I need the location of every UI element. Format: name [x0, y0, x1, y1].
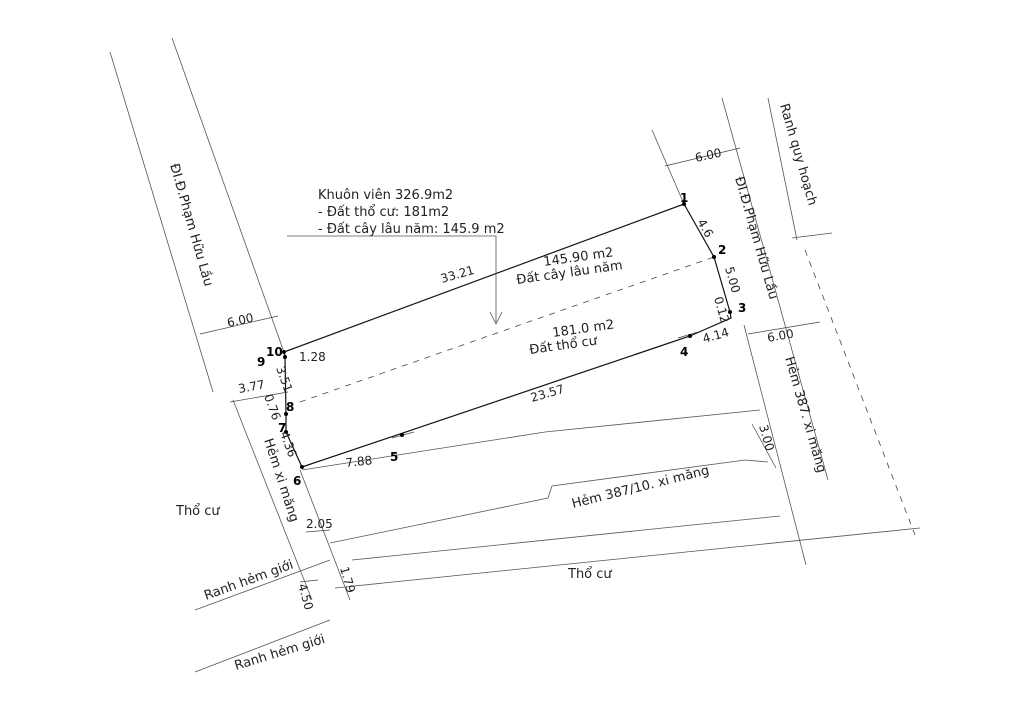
summary-leader	[287, 235, 497, 322]
dim-right-road-line	[664, 147, 741, 167]
point-label-6: 6	[293, 474, 301, 488]
zone-division-line	[299, 256, 715, 403]
dim-8-9: 3.51	[273, 364, 295, 394]
planning-tick	[791, 232, 833, 239]
dim-right-alley-line	[747, 321, 821, 335]
point-label-5: 5	[390, 450, 398, 464]
bottom-alley-edge-upper	[301, 409, 761, 471]
left-road-edge-inner	[171, 37, 286, 356]
point-marker-2	[712, 255, 716, 259]
left-alley-edge-outer	[232, 399, 313, 601]
dim-2-3: 5.00	[722, 265, 743, 295]
dim-left-road-line	[199, 315, 279, 335]
boundary-line-4	[351, 515, 781, 561]
boundary-label-1: Ranh hẻm giới	[202, 558, 295, 604]
bottom-alley-edge-lower	[329, 459, 769, 544]
bottom-alley-label: Hẻm 387/10. xi măng	[570, 463, 711, 512]
dim-3-4: 4.14	[701, 325, 731, 346]
point-marker-6	[300, 465, 304, 469]
dim-left-alley-line	[305, 529, 331, 533]
lower-zone-type: Đất thổ cư	[528, 334, 598, 358]
dim-left-gap: 4.50	[295, 582, 316, 612]
point-label-7: 7	[278, 421, 286, 435]
point-marker-8	[284, 412, 288, 416]
left-alley-edge-inner	[299, 469, 351, 601]
point-label-10: 10	[266, 345, 283, 359]
dim-left-alley-width: 2.05	[306, 517, 333, 531]
point-label-1: 1	[680, 191, 688, 205]
boundary-line-2	[194, 619, 331, 673]
summary-line-1: Khuôn viên 326.9m2	[318, 188, 453, 203]
point-marker-5	[400, 433, 404, 437]
dim-1-2: 4.6	[694, 217, 716, 241]
dim-alley-bottom-line	[751, 423, 777, 469]
dim-4-5: 23.57	[529, 382, 566, 405]
point-marker-7	[284, 430, 288, 434]
dim-4-tick	[677, 331, 699, 339]
dim-right-alley-width: 6.00	[766, 327, 795, 345]
right-road-edge-inner	[721, 97, 829, 481]
dim-5-6: 7.88	[345, 453, 373, 470]
planning-line-solid	[767, 97, 798, 241]
dim-7-8: 0.76	[261, 392, 283, 422]
dim-left-offset-line	[229, 391, 289, 403]
right-alley-label: Hẻm 387. xi măng	[781, 355, 829, 475]
left-road-edge-outer	[109, 51, 214, 393]
dim-left-road-width: 6.00	[226, 311, 255, 330]
point-label-9: 9	[257, 355, 265, 369]
right-alley-edge	[743, 324, 807, 566]
point-label-3: 3	[738, 301, 746, 315]
boundary-label-2: Ranh hẻm giới	[233, 632, 327, 674]
point-marker-3	[728, 310, 732, 314]
planning-line-label: Ranh quy hoạch	[776, 102, 819, 207]
point-label-2: 2	[718, 243, 726, 257]
boundary-line-3	[334, 527, 921, 589]
residential-left-label: Thổ cư	[175, 504, 220, 519]
left-road-label: ĐI.Đ.Phạm Hữu Lầu	[166, 162, 215, 288]
point-marker-4	[688, 334, 692, 338]
point-label-8: 8	[286, 400, 294, 414]
dim-right-road-width: 6.00	[694, 146, 723, 165]
dim-3-small: 0.12	[711, 295, 732, 325]
boundary-line-1	[194, 559, 331, 611]
dim-bottom-gap-line	[299, 579, 319, 583]
dim-9-10: 1.28	[299, 350, 326, 364]
summary-line-2: - Đất thổ cư: 181m2	[318, 205, 449, 220]
point-marker-1	[682, 202, 686, 206]
residential-bottom-label: Thổ cư	[567, 567, 612, 582]
right-road-edge-outer	[651, 129, 685, 205]
summary-line-3: - Đất cây lâu năm: 145.9 m2	[318, 222, 505, 237]
summary-arrowhead	[489, 311, 503, 325]
point-marker-9	[283, 355, 287, 359]
point-marker-10	[282, 350, 286, 354]
lot-outline	[283, 203, 732, 468]
point-label-4: 4	[680, 345, 688, 359]
dim-left-offset: 3.77	[237, 378, 266, 396]
planning-line-dashed	[804, 249, 916, 536]
dim-bottom-gap: 1.79	[337, 565, 358, 595]
